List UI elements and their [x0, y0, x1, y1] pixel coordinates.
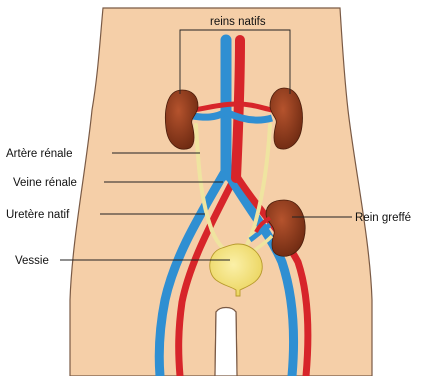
- aorta: [236, 40, 240, 178]
- bladder-label: Vessie: [15, 255, 49, 267]
- renal-artery-label: Artère rénale: [6, 148, 72, 160]
- graft-kidney-label: Rein greffé: [355, 212, 411, 224]
- native-kidneys-label: reins natifs: [210, 16, 266, 28]
- leg-gap: [215, 308, 237, 376]
- right-native-kidney: [270, 88, 302, 149]
- native-ureter-label: Uretère natif: [6, 209, 70, 221]
- renal-vein-label: Veine rénale: [13, 177, 77, 189]
